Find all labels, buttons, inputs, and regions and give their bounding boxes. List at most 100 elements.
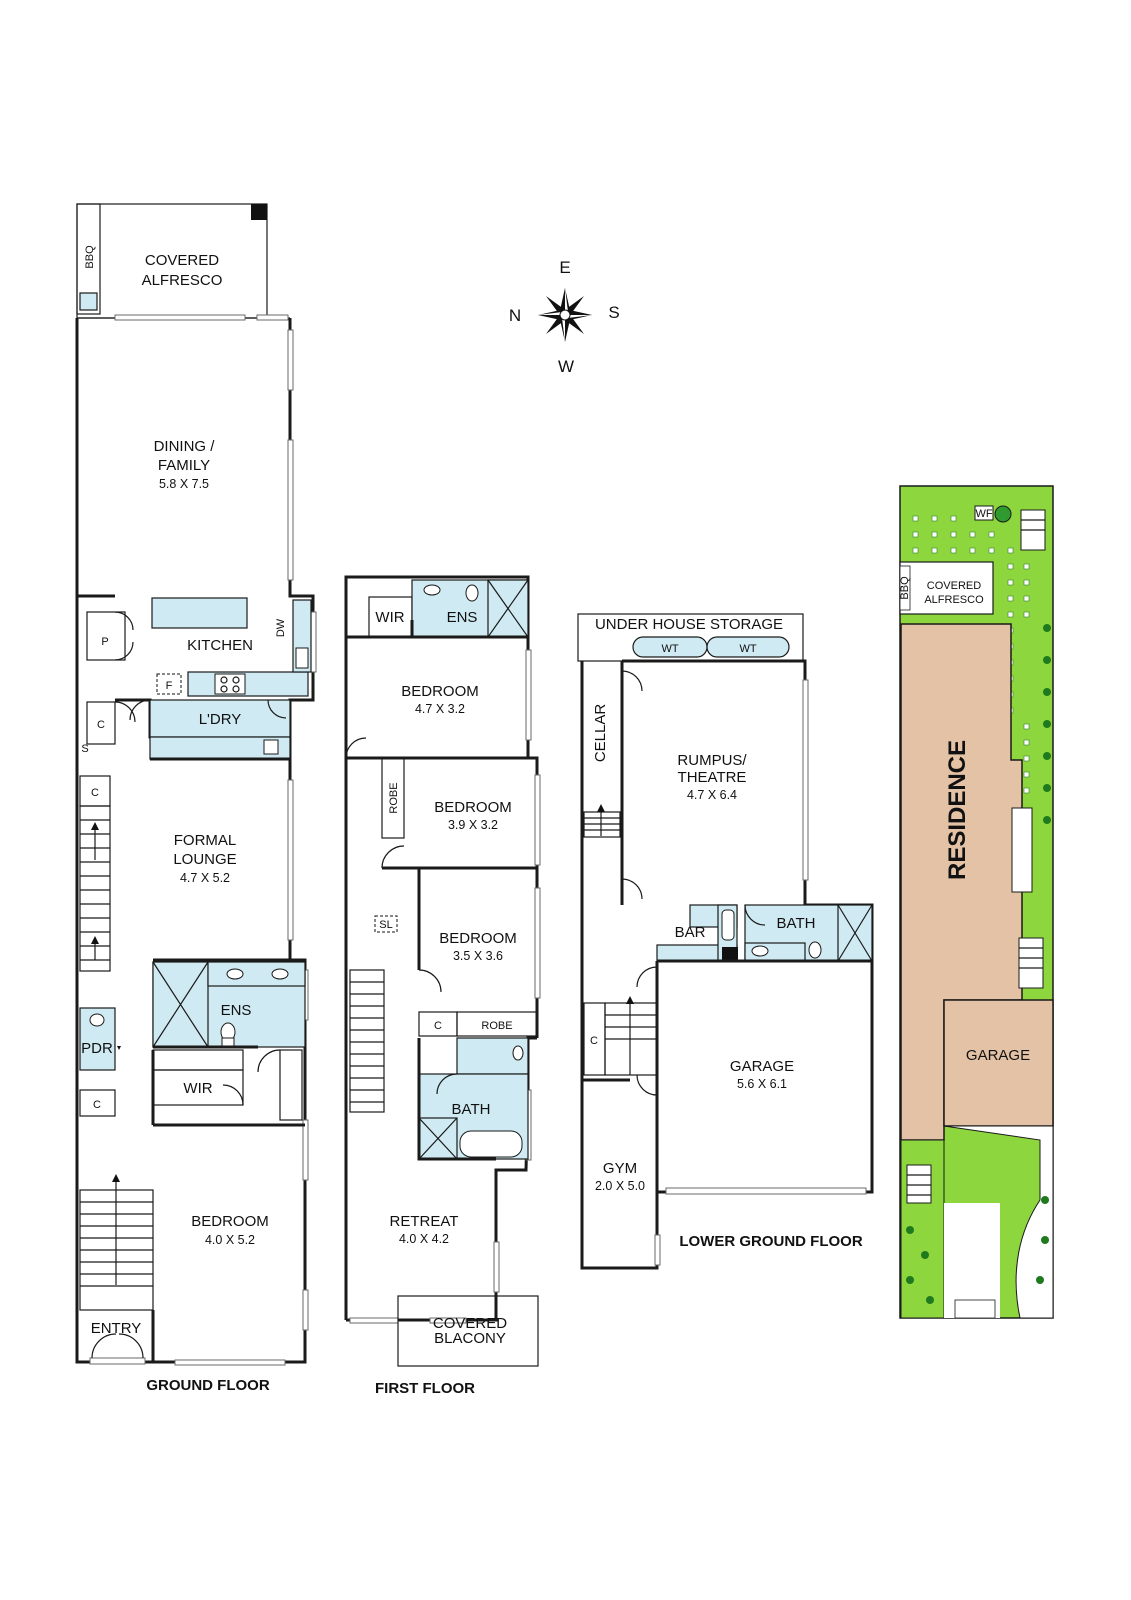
formal-lounge-dimensions: 4.7 X 5.2 — [180, 871, 230, 885]
covered-balcony — [397, 1295, 539, 1367]
bedroom3-first-label: BEDROOM — [439, 930, 517, 947]
robe-first — [381, 757, 405, 839]
dishwasher-label: DW — [275, 618, 287, 637]
rumpus-label: RUMPUS/ — [677, 752, 747, 769]
wir-first-label: WIR — [375, 609, 404, 626]
formal-lounge-label: FORMAL — [174, 832, 237, 849]
bedroom3-first-dimensions: 3.5 X 3.6 — [453, 949, 503, 963]
front-steps — [906, 1164, 932, 1204]
entry-label: ENTRY — [91, 1320, 142, 1337]
site-plan: WF BBQ COVERED ALFRESCO RESIDENCE GARAGE — [899, 485, 1054, 1319]
cellar-stairs — [583, 804, 621, 838]
bathtub — [459, 1130, 523, 1158]
cupboard-lower-label: C — [590, 1035, 598, 1047]
dining-family-label: DINING / — [154, 438, 216, 455]
site-alfresco-label-2: ALFRESCO — [924, 594, 984, 606]
covered-alfresco-label: COVERED — [145, 252, 219, 269]
cupboard-first-label: C — [434, 1020, 442, 1032]
bedroom-ground-dimensions: 4.0 X 5.2 — [205, 1233, 255, 1247]
bar-label: BAR — [675, 924, 706, 941]
compass-south-label: S — [608, 303, 619, 322]
garage-lower-label: GARAGE — [730, 1058, 794, 1075]
ground-floor-stairs-down — [79, 805, 111, 972]
feature-tree — [994, 505, 1012, 523]
lower-ground-floor-plan: UNDER HOUSE STORAGE WT WT CELLAR RUMPUS/… — [577, 613, 874, 1270]
powder-room — [79, 1007, 116, 1071]
covered-alfresco-label-2: ALFRESCO — [142, 272, 223, 289]
bedroom1-first-dimensions: 4.7 X 3.2 — [415, 702, 465, 716]
robe-first-2 — [456, 1011, 538, 1037]
water-feature-label: WF — [975, 508, 992, 520]
bath-lower-label: BATH — [777, 915, 816, 932]
skylight — [374, 915, 398, 933]
gym-label: GYM — [603, 1160, 637, 1177]
bbq-sink — [79, 292, 98, 311]
dining-family-label-2: FAMILY — [158, 457, 210, 474]
cupboard-label: C — [97, 719, 105, 731]
residence-label: RESIDENCE — [944, 740, 971, 880]
garage-lower-dimensions: 5.6 X 6.1 — [737, 1077, 787, 1091]
cupboard-label-powder: C — [93, 1099, 101, 1111]
cupboard-lower — [583, 1002, 606, 1076]
cellar-label: CELLAR — [592, 704, 609, 763]
rumpus-dimensions: 4.7 X 6.4 — [687, 788, 737, 802]
ground-floor-plan: BBQ COVERED ALFRESCO DINING / FAMILY 5.8… — [75, 203, 317, 1394]
fridge-space — [156, 673, 182, 695]
robe-first-label: ROBE — [388, 782, 400, 813]
fridge-label: F — [166, 680, 173, 692]
garage-door — [665, 1187, 867, 1195]
water-tank-2 — [706, 636, 790, 658]
front-gate — [954, 1299, 996, 1319]
water-feature — [974, 505, 994, 521]
site-garage — [943, 999, 1054, 1127]
compass-west-label: W — [558, 357, 574, 376]
water-tank-2-label: WT — [739, 643, 756, 655]
ensuite-first-label: ENS — [447, 609, 478, 626]
rumpus-label-2: THEATRE — [678, 769, 747, 786]
svg-text:C: C — [91, 787, 99, 799]
rear-garden-grid — [912, 515, 1051, 824]
robe-first-2-label: ROBE — [481, 1020, 512, 1032]
compass-rose: E N S W — [509, 258, 620, 376]
site-bbq-label: BBQ — [899, 576, 911, 600]
retreat-dimensions: 4.0 X 4.2 — [399, 1232, 449, 1246]
column-post — [251, 204, 267, 220]
first-floor-plan: WIR ENS BEDROOM 4.7 X 3.2 ROBE BEDROOM 3… — [344, 575, 541, 1397]
site-alfresco-label: COVERED — [927, 580, 981, 592]
compass-east-label: E — [559, 258, 570, 277]
bedroom1-first-label: BEDROOM — [401, 683, 479, 700]
cupboard-ground — [86, 701, 116, 745]
bbq-label: BBQ — [84, 245, 96, 269]
compass-north-label: N — [509, 306, 521, 325]
ground-floor-title: GROUND FLOOR — [146, 1377, 269, 1394]
ground-floor-stairs-up — [79, 1174, 154, 1311]
dining-family-dimensions: 5.8 X 7.5 — [159, 477, 209, 491]
powder-label: PDR — [81, 1040, 113, 1057]
kitchen-island — [151, 597, 248, 629]
ground-stairs-cupboard: C — [79, 775, 111, 807]
driveway — [943, 1125, 1054, 1319]
site-covered-alfresco — [899, 561, 994, 615]
lower-ground-floor-title: LOWER GROUND FLOOR — [679, 1233, 862, 1250]
side-steps — [1011, 807, 1033, 893]
bath-first-label: BATH — [452, 1101, 491, 1118]
storage-label: UNDER HOUSE STORAGE — [595, 616, 783, 633]
pantry-label: P — [101, 636, 108, 648]
balcony-label-2: BLACONY — [434, 1330, 506, 1347]
kitchen-bench — [187, 671, 309, 697]
kitchen-sink — [295, 647, 309, 669]
bedroom2-first-label: BEDROOM — [434, 799, 512, 816]
gym-dimensions: 2.0 X 5.0 — [595, 1179, 645, 1193]
bedroom-ground-label: BEDROOM — [191, 1213, 269, 1230]
wir-ground-label: WIR — [183, 1080, 212, 1097]
pantry — [86, 611, 126, 661]
laundry-label: L'DRY — [199, 711, 242, 728]
ensuite-ground-label: ENS — [221, 1002, 252, 1019]
kitchen-label: KITCHEN — [187, 637, 253, 654]
skylight-label: SL — [379, 919, 392, 931]
first-floor-title: FIRST FLOOR — [375, 1380, 475, 1397]
water-tank-1-label: WT — [661, 643, 678, 655]
sink-label: S — [81, 743, 88, 755]
balcony-label: COVERED — [433, 1315, 507, 1332]
